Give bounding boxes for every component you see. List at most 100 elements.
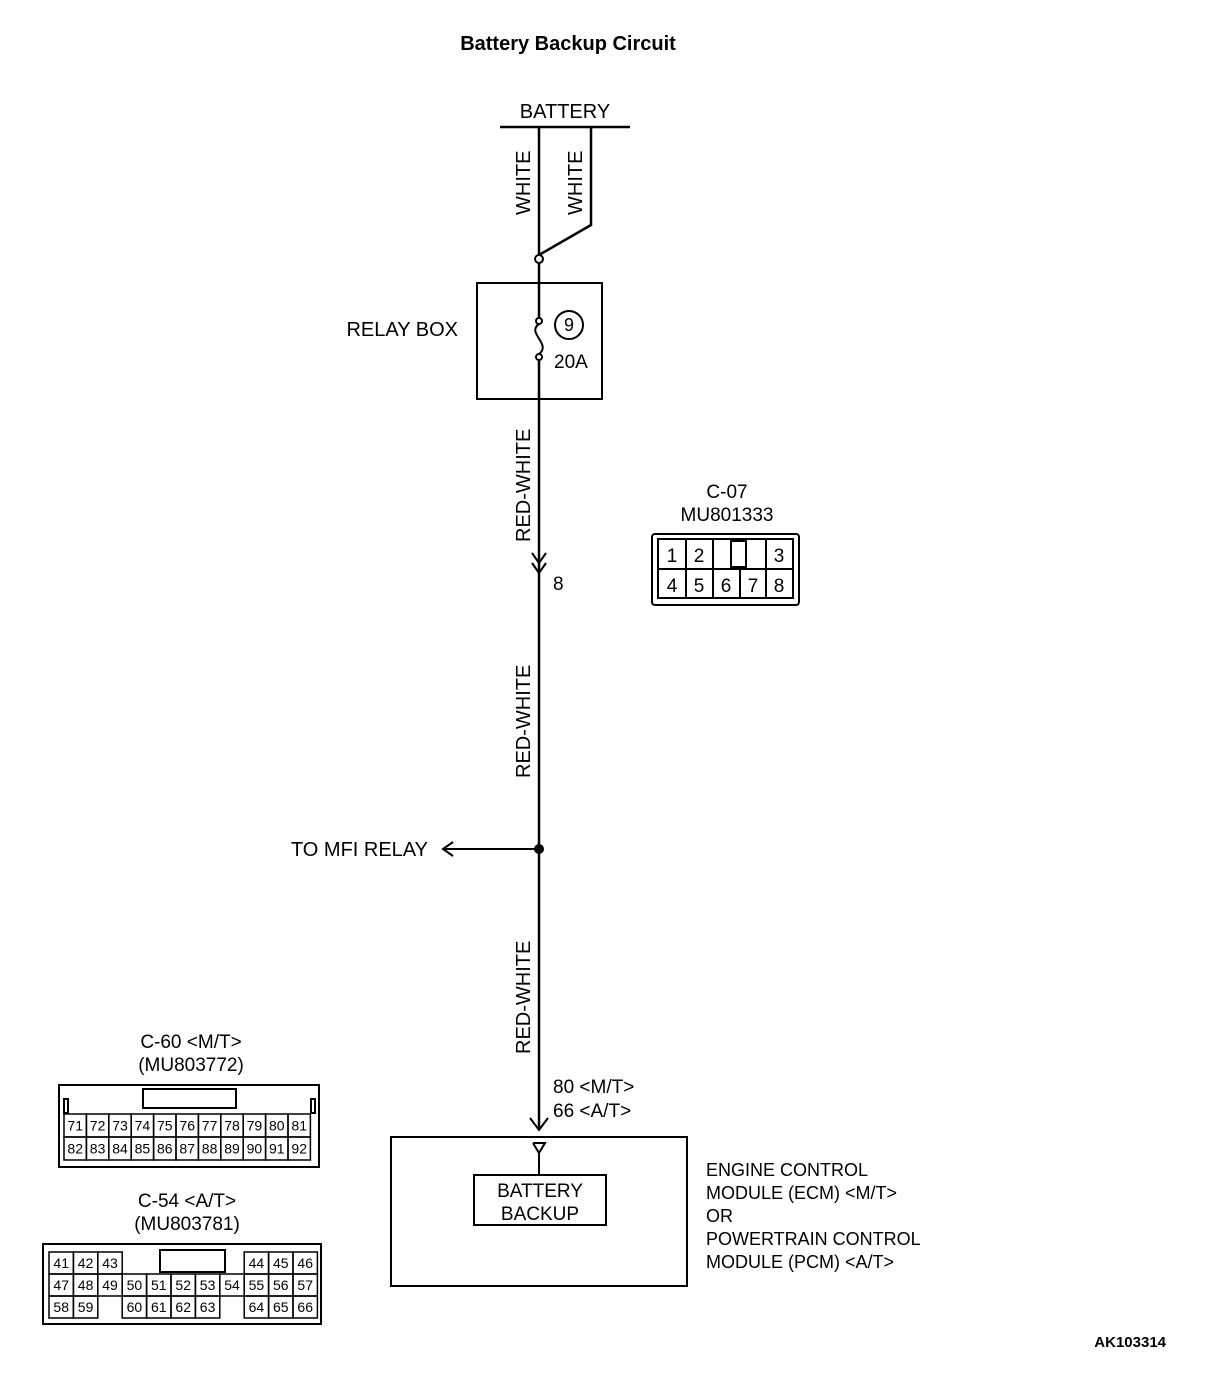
c54-pin-label: 47: [53, 1277, 69, 1293]
c60-pin-label: 75: [157, 1118, 173, 1134]
c07-cell: 2: [694, 546, 705, 567]
c60-pin-label: 82: [67, 1141, 83, 1157]
battery-source: BATTERY: [500, 101, 630, 129]
c60-pin-label: 91: [269, 1141, 285, 1157]
battery-label: BATTERY: [520, 101, 610, 123]
c54-pin-label: 46: [297, 1255, 313, 1271]
c60-pin-label: 83: [90, 1141, 106, 1157]
battery-backup-terminal: [473, 1174, 607, 1226]
c07-cell: 6: [721, 576, 732, 597]
c54-pin-label: 48: [78, 1277, 94, 1293]
wire-red-white-label-3: RED-WHITE: [513, 941, 535, 1054]
c54-pin-label: 59: [78, 1299, 94, 1315]
fuse-number: 9: [564, 315, 574, 335]
c54-pin-label: 60: [127, 1299, 143, 1315]
wire-white-left-label: WHITE: [513, 151, 535, 215]
module-desc-line4: POWERTRAIN CONTROL: [706, 1229, 921, 1249]
c07-cell: 5: [694, 576, 705, 597]
white-wires: WHITE WHITE: [513, 127, 593, 264]
module-desc-line3: OR: [706, 1206, 733, 1226]
relay-box: RELAY BOX 9 20A: [346, 263, 603, 400]
c60-pin-label: 92: [291, 1141, 307, 1157]
fuse-number-circle: [554, 310, 584, 340]
connector-c54-part: (MU803781): [134, 1214, 240, 1235]
c54-pin-label: 42: [78, 1255, 94, 1271]
connector-c60-name: C-60 <M/T>: [140, 1032, 241, 1053]
c60-pin-label: 77: [202, 1118, 218, 1134]
c54-pin-label: 65: [273, 1299, 289, 1315]
c07-cell: 4: [667, 576, 678, 597]
c54-pin-label: 44: [249, 1255, 265, 1271]
connector-c07: C-07 MU801333 1 2 3 4 5 6 7 8: [651, 482, 800, 606]
relay-box-label: RELAY BOX: [346, 319, 458, 341]
battery-backup-line2: BACKUP: [501, 1204, 579, 1225]
c07-cell: 3: [774, 546, 785, 567]
c60-pin-label: 89: [224, 1141, 240, 1157]
c07-cell: 8: [774, 576, 785, 597]
c54-pin-label: 50: [127, 1277, 143, 1293]
wire-white-right-label: WHITE: [565, 151, 587, 215]
c54-pin-cell: [194, 1295, 221, 1319]
c60-pin-label: 84: [112, 1141, 128, 1157]
mfi-relay-branch: TO MFI RELAY: [291, 839, 539, 861]
c54-pin-label: 55: [249, 1277, 265, 1293]
c60-pin-label: 73: [112, 1118, 128, 1134]
module-desc-line1: ENGINE CONTROL: [706, 1160, 868, 1180]
c54-pin-cell: [292, 1295, 319, 1319]
c54-pin-label: 61: [151, 1299, 167, 1315]
c54-pin-label: 41: [53, 1255, 69, 1271]
c60-pin-label: 71: [67, 1118, 83, 1134]
wire-red-white-label-2: RED-WHITE: [513, 665, 535, 778]
c60-pin-label: 90: [247, 1141, 263, 1157]
c60-pin-grid: 71 72 73 74 75 76 77 78 79 80 81 82 83 84 85 86 87 88 89 90…: [63, 1113, 312, 1161]
connector-c60-part: (MU803772): [138, 1055, 244, 1076]
c60-pin-label: 74: [135, 1118, 151, 1134]
c54-pin-label: 45: [273, 1255, 289, 1271]
c54-pin-label: 57: [297, 1277, 313, 1293]
connector-c54-name: C-54 <A/T>: [138, 1191, 236, 1212]
module-desc-line2: MODULE (ECM) <M/T>: [706, 1183, 897, 1203]
wire-red-white-label-1: RED-WHITE: [513, 429, 535, 542]
connector-c07-name: C-07: [706, 482, 747, 503]
connector-c07-part: MU801333: [681, 505, 774, 526]
c60-pin-label: 87: [179, 1141, 195, 1157]
c54-pin-cell: [72, 1295, 99, 1319]
figure-reference: AK103314: [1094, 1334, 1166, 1351]
c60-pin-label: 88: [202, 1141, 218, 1157]
c07-cell: 7: [748, 576, 759, 597]
c60-pin-label: 72: [90, 1118, 106, 1134]
c54-pin-label: 51: [151, 1277, 167, 1293]
c60-pin-label: 79: [247, 1118, 263, 1134]
connector-c60: C-60 <M/T> (MU803772) 71 72 73 74 75 76 77 78 79…: [58, 1032, 320, 1168]
battery-backup-line1: BATTERY: [497, 1181, 583, 1202]
c54-pin-label: 62: [175, 1299, 191, 1315]
c54-pin-label: 53: [200, 1277, 216, 1293]
c54-pin-label: 43: [102, 1255, 118, 1271]
to-mfi-relay-label: TO MFI RELAY: [291, 839, 428, 861]
c54-pin-label: 66: [297, 1299, 313, 1315]
c60-pin-label: 76: [179, 1118, 195, 1134]
fuse-rating: 20A: [554, 352, 588, 373]
c54-pin-label: 54: [224, 1277, 240, 1293]
c60-pin-cell: [287, 1136, 312, 1161]
c54-pin-label: 56: [273, 1277, 289, 1293]
c60-pin-label: 78: [224, 1118, 240, 1134]
ecm-pin-at: 66 <A/T>: [553, 1101, 631, 1122]
c54-pin-label: 58: [53, 1299, 69, 1315]
fuse-symbol: [534, 323, 544, 355]
ecm-pin-mt: 80 <M/T>: [553, 1077, 634, 1098]
c60-pin-label: 86: [157, 1141, 173, 1157]
c54-pin-label: 52: [175, 1277, 191, 1293]
c54-pin-label: 64: [249, 1299, 265, 1315]
module-desc-line5: MODULE (PCM) <A/T>: [706, 1252, 894, 1272]
c60-pin-label: 85: [135, 1141, 151, 1157]
control-module: BATTERY BACKUP ENGINE CONTROL MODULE (EC…: [390, 1136, 921, 1287]
diagram-title: Battery Backup Circuit: [460, 33, 676, 55]
c07-pin-number: 8: [553, 574, 564, 595]
c54-pin-label: 63: [200, 1299, 216, 1315]
c60-pin-label: 81: [291, 1118, 307, 1134]
c60-pin-label: 80: [269, 1118, 285, 1134]
